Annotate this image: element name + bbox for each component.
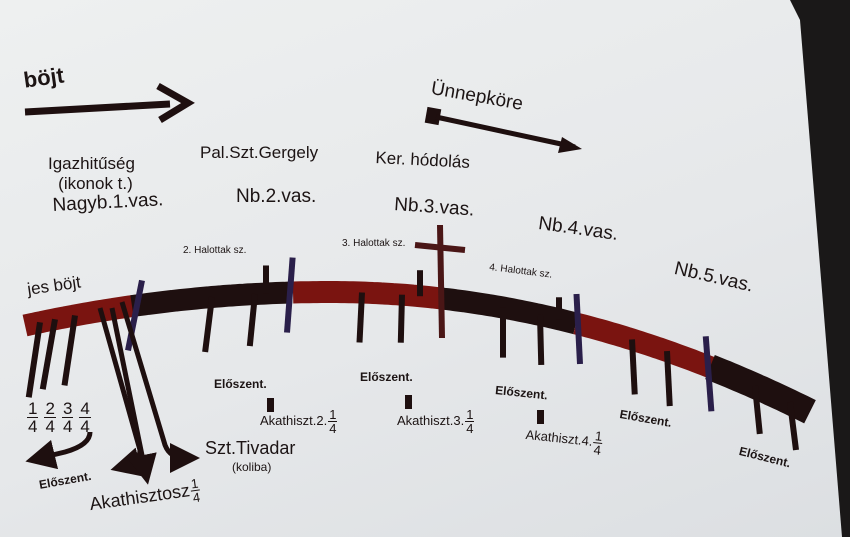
eloszent-2: Előszent. — [214, 377, 267, 391]
feast-1-line-2: (ikonok t.) — [58, 174, 133, 193]
band-red — [573, 312, 717, 379]
akathiszt-4-label: Akathiszt.4. — [524, 426, 594, 449]
curved-arrows — [25, 301, 200, 485]
fraction-den: 4 — [62, 417, 73, 436]
timeline-band — [22, 281, 816, 424]
eloszent-3: Előszent. — [360, 370, 413, 384]
band-black — [130, 281, 293, 317]
akathiszt-tick — [405, 395, 412, 409]
band-red — [22, 295, 135, 337]
day-tick — [752, 385, 763, 435]
fraction-den: 4 — [28, 417, 38, 436]
day-tick — [25, 321, 43, 398]
akathiszt-2-label: Akathiszt.2. — [260, 412, 328, 428]
fraction-den: 4 — [191, 489, 202, 506]
feast-1-line-1: Igazhitűség — [48, 154, 135, 173]
band-black — [705, 355, 816, 424]
fraction-den: 4 — [592, 442, 602, 458]
fraction-den: 4 — [45, 417, 55, 436]
feast-2: Pal.Szt.Gergely — [200, 143, 319, 162]
fraction-num: 3 — [61, 399, 74, 418]
szt-tivadar: Szt.Tivadar — [205, 438, 296, 458]
lent-label: böjt — [22, 62, 66, 93]
koliba: (koliba) — [232, 460, 272, 474]
day-tick — [397, 294, 405, 343]
day-tick — [61, 314, 78, 386]
day-tick — [787, 401, 799, 451]
akathiszt-tick — [267, 398, 274, 412]
day-tick — [202, 296, 215, 353]
day-tick — [629, 339, 638, 395]
halottak-2: 2. Halottak sz. — [183, 245, 247, 256]
akathiszt-3-label: Akathiszt.3. — [397, 412, 465, 428]
feast-1: Igazhitűség (ikonok t.) — [48, 154, 135, 194]
band-red — [292, 281, 443, 310]
week-boundary — [702, 336, 715, 412]
day-tick — [537, 314, 545, 366]
band-black — [438, 287, 579, 335]
feast-cycle-arrow — [424, 106, 582, 153]
fraction-num: 4 — [79, 399, 91, 418]
fraction-num: 2 — [44, 399, 56, 418]
day-tick — [39, 318, 58, 390]
fraction-den: 4 — [329, 421, 337, 436]
akathiszt-tick — [537, 410, 544, 424]
fraction-num: 1 — [465, 407, 475, 422]
week-boundary — [284, 257, 296, 333]
week-boundary — [125, 279, 145, 351]
sunday-2: Nb.2.vas. — [236, 186, 317, 207]
fraction-num: 1 — [27, 399, 39, 418]
timeline-ticks — [25, 257, 799, 451]
cross-icon — [414, 224, 466, 339]
lent-arrow — [24, 82, 195, 123]
day-tick — [246, 293, 258, 347]
halottak-3: 3. Halottak sz. — [342, 238, 406, 249]
day-tick — [664, 350, 673, 407]
week-boundary — [573, 293, 583, 365]
fraction-num: 1 — [328, 407, 338, 422]
fraction-den: 4 — [466, 421, 474, 436]
fraction-den: 4 — [80, 417, 90, 436]
day-tick — [356, 292, 365, 343]
